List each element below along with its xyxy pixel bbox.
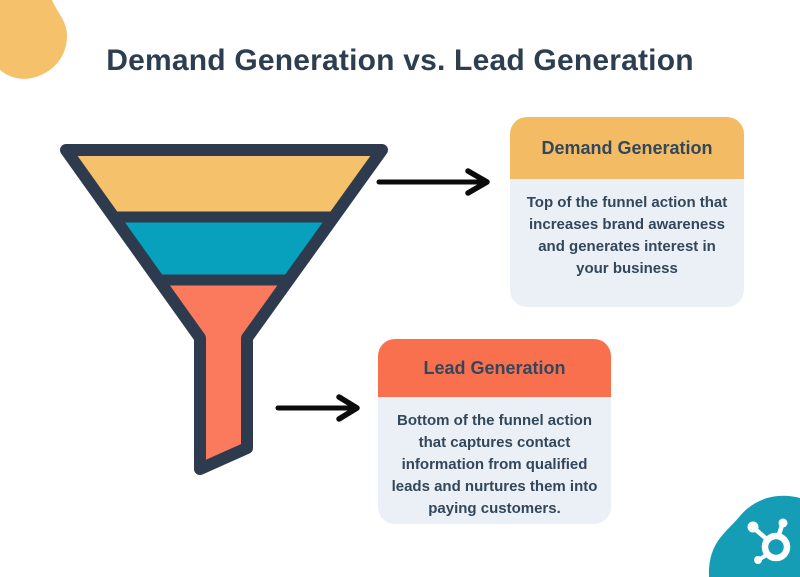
blob-top-left-shape <box>0 0 68 79</box>
lead-generation-card-header: Lead Generation <box>378 339 611 397</box>
demand-generation-card-body: Top of the funnel action that increases … <box>510 179 744 307</box>
lead-generation-card-body: Bottom of the funnel action that capture… <box>378 397 611 524</box>
funnel-segment-bottom <box>66 280 382 469</box>
funnel-segment-middle <box>66 217 382 280</box>
blob-bottom-right-shape <box>708 495 800 577</box>
demand-generation-card-header: Demand Generation <box>510 117 744 179</box>
demand-generation-card: Demand Generation Top of the funnel acti… <box>510 117 744 307</box>
funnel-illustration <box>60 144 388 475</box>
arrow-to-demand-card <box>376 168 490 196</box>
arrow-to-lead-card <box>275 394 360 422</box>
lead-generation-card-title: Lead Generation <box>423 357 566 378</box>
arrow-head <box>336 394 360 422</box>
page-title: Demand Generation vs. Lead Generation <box>106 44 694 77</box>
blob-top-left <box>0 0 68 79</box>
blob-bottom-right <box>708 495 800 577</box>
hubspot-sprocket-icon <box>747 518 791 564</box>
arrow-head <box>465 168 490 196</box>
funnel-segment-top <box>66 150 382 217</box>
lead-generation-card: Lead Generation Bottom of the funnel act… <box>378 339 611 524</box>
demand-generation-card-title: Demand Generation <box>541 137 713 158</box>
funnel-outline <box>60 144 388 475</box>
